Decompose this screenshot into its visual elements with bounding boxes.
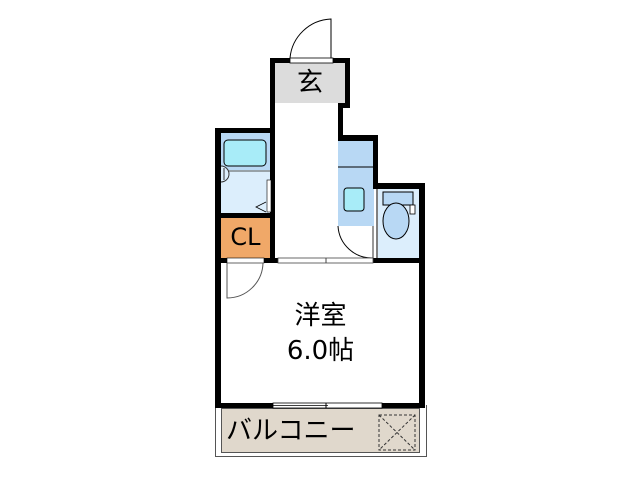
balcony-window-icon	[272, 402, 383, 409]
bathtub-icon	[221, 133, 270, 172]
wall-room-bottom-right	[382, 403, 425, 408]
hallway	[275, 103, 338, 261]
wall-toilet-top	[373, 183, 425, 189]
toilet-icon	[382, 191, 416, 240]
wall-hall-left	[270, 58, 275, 263]
wall-bath-top	[215, 128, 275, 133]
balcony-outline	[215, 405, 427, 457]
wall-step-right	[338, 103, 350, 108]
sink-icon	[338, 166, 373, 212]
wall-hall-right-upper	[338, 103, 343, 140]
storage-hatch-icon	[378, 414, 416, 451]
wall-kitchen-right	[373, 135, 378, 189]
wall-entrance-top-left	[270, 58, 290, 63]
door-swing-icon	[289, 18, 334, 64]
wall-room-top-mid	[264, 258, 278, 263]
wall-toilet-right	[419, 183, 425, 408]
kitchen-area	[338, 140, 374, 226]
room-door-icon	[277, 257, 374, 264]
washbasin-icon	[220, 165, 230, 183]
toilet-door-swing-icon	[337, 189, 378, 259]
closet-door-icon	[226, 257, 265, 299]
wall-kitchen-top	[338, 135, 378, 140]
wall-room-bottom-left	[215, 403, 273, 408]
wall-bath-left	[215, 128, 221, 408]
balcony-label: バルコニー	[226, 416, 356, 446]
wall-room-top-left	[215, 258, 227, 263]
western-room-size: 6.0帖	[286, 336, 355, 366]
entrance-area	[275, 63, 345, 103]
wall-entrance-right	[345, 58, 350, 108]
bath-door-icon	[255, 179, 272, 213]
wall-room-top-right	[373, 258, 425, 263]
closet-label: CL	[230, 223, 261, 251]
closet-area	[221, 218, 270, 258]
western-room-label: 洋室	[294, 301, 347, 331]
wall-entrance-top-right	[333, 58, 350, 63]
wall-bath-closet-divider	[215, 213, 275, 218]
entrance-label: 玄	[296, 68, 323, 98]
